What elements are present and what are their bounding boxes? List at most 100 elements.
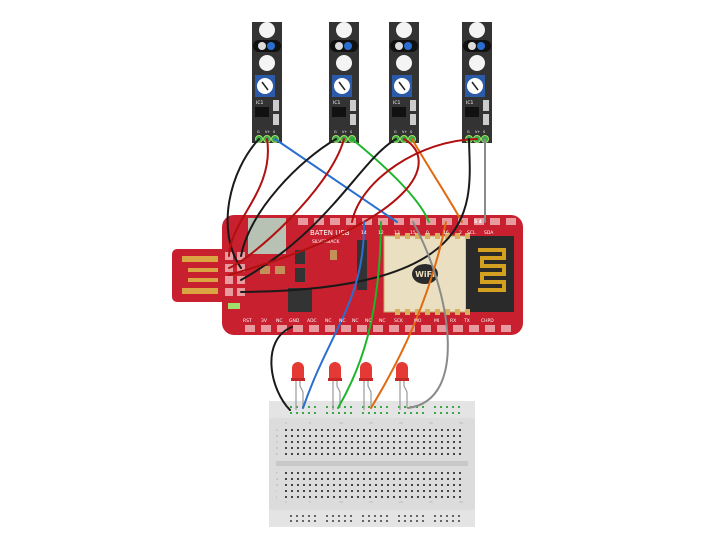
header-pin[interactable] [325, 325, 335, 332]
breadboard-hole[interactable] [434, 515, 436, 517]
breadboard-hole[interactable] [393, 453, 395, 455]
breadboard-hole[interactable] [297, 478, 299, 480]
breadboard-hole[interactable] [423, 435, 425, 437]
breadboard-hole[interactable] [447, 435, 449, 437]
header-pin[interactable] [474, 218, 484, 225]
breadboard-hole[interactable] [417, 441, 419, 443]
header-pin[interactable] [373, 325, 383, 332]
header-pin[interactable] [277, 325, 287, 332]
breadboard-hole[interactable] [381, 496, 383, 498]
breadboard-hole[interactable] [453, 484, 455, 486]
breadboard-hole[interactable] [344, 520, 346, 522]
breadboard-hole[interactable] [357, 453, 359, 455]
breadboard-hole[interactable] [404, 520, 406, 522]
breadboard-hole[interactable] [417, 496, 419, 498]
breadboard-hole[interactable] [399, 484, 401, 486]
breadboard-hole[interactable] [351, 441, 353, 443]
breadboard-hole[interactable] [303, 435, 305, 437]
header-pin[interactable] [245, 325, 255, 332]
breadboard-hole[interactable] [446, 406, 448, 408]
breadboard-hole[interactable] [405, 453, 407, 455]
wire-gnd[interactable] [240, 138, 337, 257]
breadboard-hole[interactable] [357, 490, 359, 492]
breadboard-hole[interactable] [369, 447, 371, 449]
breadboard-hole[interactable] [405, 441, 407, 443]
breadboard-hole[interactable] [290, 520, 292, 522]
breadboard-hole[interactable] [332, 412, 334, 414]
breadboard-hole[interactable] [351, 490, 353, 492]
breadboard-hole[interactable] [387, 429, 389, 431]
breadboard-hole[interactable] [374, 520, 376, 522]
breadboard-hole[interactable] [285, 441, 287, 443]
breadboard-hole[interactable] [369, 453, 371, 455]
wire-gnd[interactable] [240, 138, 397, 281]
breadboard-hole[interactable] [399, 447, 401, 449]
breadboard-hole[interactable] [387, 496, 389, 498]
breadboard-hole[interactable] [321, 490, 323, 492]
header-pin[interactable] [490, 218, 500, 225]
breadboard-hole[interactable] [315, 496, 317, 498]
breadboard-hole[interactable] [315, 484, 317, 486]
breadboard-hole[interactable] [452, 515, 454, 517]
breadboard-hole[interactable] [399, 441, 401, 443]
breadboard-hole[interactable] [405, 435, 407, 437]
breadboard-hole[interactable] [423, 478, 425, 480]
breadboard-hole[interactable] [387, 447, 389, 449]
breadboard-hole[interactable] [290, 515, 292, 517]
breadboard-hole[interactable] [339, 478, 341, 480]
breadboard-hole[interactable] [380, 412, 382, 414]
breadboard-hole[interactable] [285, 472, 287, 474]
breadboard-hole[interactable] [321, 429, 323, 431]
breadboard-hole[interactable] [453, 478, 455, 480]
breadboard-hole[interactable] [440, 412, 442, 414]
breadboard-hole[interactable] [308, 412, 310, 414]
breadboard-hole[interactable] [333, 478, 335, 480]
wire-vcc[interactable] [228, 138, 420, 276]
breadboard-hole[interactable] [375, 435, 377, 437]
breadboard-hole[interactable] [386, 520, 388, 522]
breadboard-hole[interactable] [303, 496, 305, 498]
wire-green[interactable] [337, 221, 382, 409]
breadboard-hole[interactable] [393, 484, 395, 486]
breadboard-hole[interactable] [452, 406, 454, 408]
breadboard-hole[interactable] [327, 496, 329, 498]
breadboard-hole[interactable] [351, 478, 353, 480]
header-pin[interactable] [378, 218, 388, 225]
breadboard-hole[interactable] [363, 453, 365, 455]
breadboard-hole[interactable] [398, 520, 400, 522]
breadboard-hole[interactable] [315, 478, 317, 480]
breadboard-hole[interactable] [297, 453, 299, 455]
breadboard-hole[interactable] [309, 472, 311, 474]
breadboard-hole[interactable] [386, 515, 388, 517]
breadboard-hole[interactable] [447, 490, 449, 492]
breadboard-hole[interactable] [393, 447, 395, 449]
breadboard-hole[interactable] [339, 496, 341, 498]
breadboard-hole[interactable] [411, 478, 413, 480]
breadboard-hole[interactable] [339, 441, 341, 443]
breadboard-hole[interactable] [308, 520, 310, 522]
breadboard-hole[interactable] [429, 496, 431, 498]
breadboard-hole[interactable] [380, 406, 382, 408]
breadboard-hole[interactable] [357, 484, 359, 486]
breadboard-hole[interactable] [357, 441, 359, 443]
breadboard-hole[interactable] [362, 520, 364, 522]
breadboard-hole[interactable] [345, 441, 347, 443]
breadboard-hole[interactable] [435, 484, 437, 486]
breadboard-hole[interactable] [285, 484, 287, 486]
breadboard-hole[interactable] [291, 496, 293, 498]
breadboard-hole[interactable] [339, 435, 341, 437]
breadboard-hole[interactable] [416, 412, 418, 414]
breadboard-hole[interactable] [423, 441, 425, 443]
header-pin[interactable] [421, 325, 431, 332]
breadboard-hole[interactable] [375, 484, 377, 486]
header-pin[interactable] [389, 325, 399, 332]
header-pin[interactable] [309, 325, 319, 332]
wire-green[interactable] [351, 138, 430, 223]
breadboard-hole[interactable] [453, 441, 455, 443]
wire-gnd[interactable] [240, 138, 471, 293]
breadboard-hole[interactable] [398, 406, 400, 408]
breadboard-hole[interactable] [326, 412, 328, 414]
breadboard-hole[interactable] [435, 453, 437, 455]
breadboard-hole[interactable] [369, 478, 371, 480]
breadboard-hole[interactable] [374, 412, 376, 414]
